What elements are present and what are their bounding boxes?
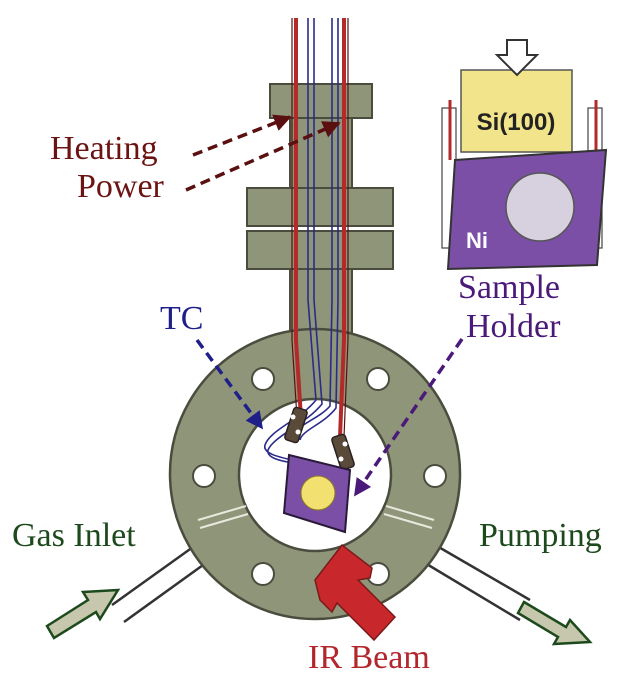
gas-inlet-arrow xyxy=(45,588,121,640)
sample-holder-label-line1: Sample xyxy=(458,269,560,306)
pumping-label: Pumping xyxy=(479,517,602,554)
ir-beam-label: IR Beam xyxy=(308,639,430,676)
gas-inlet-tube xyxy=(111,540,211,624)
sample-clip-right xyxy=(331,433,355,471)
heating-power-pointers xyxy=(185,114,341,192)
heating-power-label-line1: Heating xyxy=(50,130,158,167)
ni-plate-label: Ni xyxy=(466,228,488,253)
thermocouple-wires xyxy=(264,18,339,466)
feedthrough-stack xyxy=(246,83,394,350)
heater-wires xyxy=(294,18,346,438)
gas-inlet-label: Gas Inlet xyxy=(12,517,136,554)
flange-gas-channels xyxy=(197,505,435,529)
sample-clip-left xyxy=(284,406,308,444)
sample-holder-inset xyxy=(441,39,608,271)
flange-bolt-holes xyxy=(192,367,447,586)
heating-power-label-line2: Power xyxy=(77,168,165,205)
tc-label: TC xyxy=(160,300,203,337)
tc-pointer xyxy=(195,338,264,430)
pumping-tube xyxy=(419,540,531,622)
si-crystal-label: Si(100) xyxy=(477,109,556,136)
pumping-arrow xyxy=(516,600,593,646)
sample-holder-label-line2: Holder xyxy=(466,308,561,345)
ir-beam-arrow xyxy=(314,543,397,642)
sample-spot xyxy=(300,475,336,511)
heater-wires-inner xyxy=(291,18,349,438)
